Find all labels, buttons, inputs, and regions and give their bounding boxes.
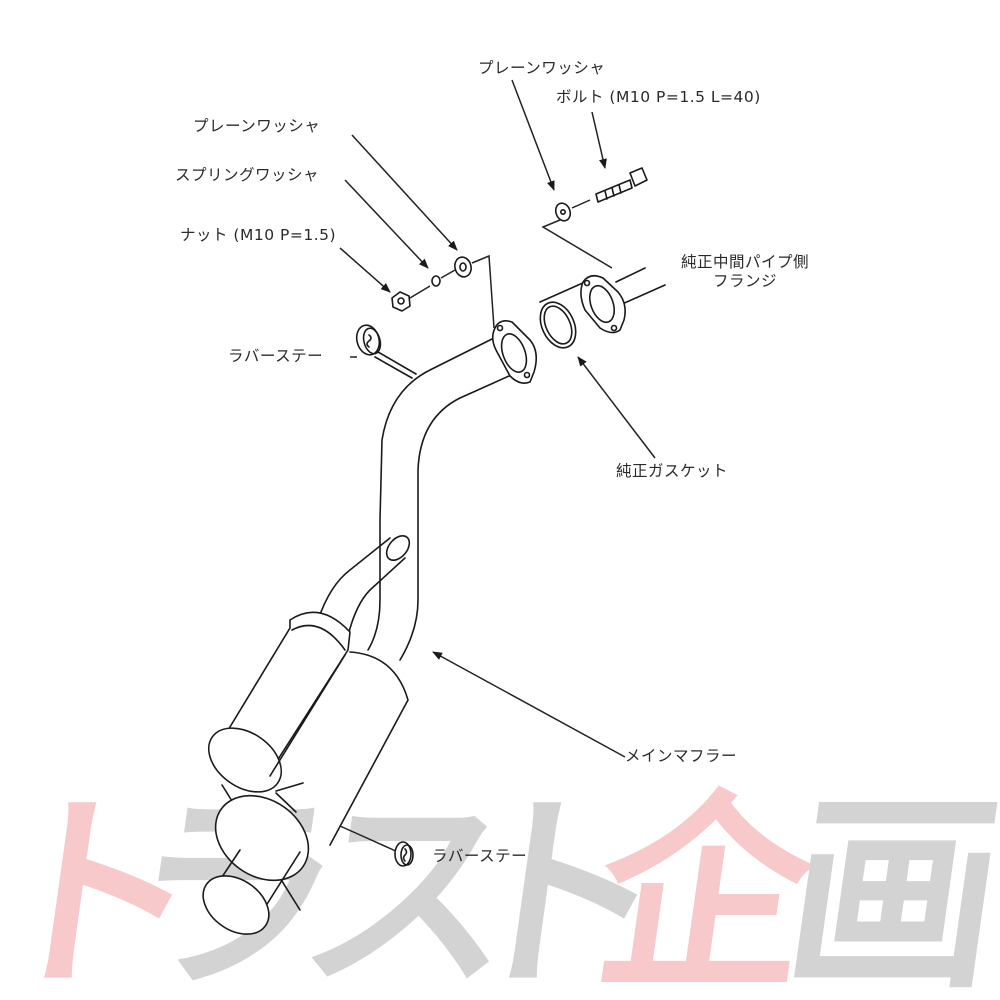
upper-muffler bbox=[207, 611, 351, 793]
gasket bbox=[539, 301, 577, 349]
label-mid-pipe-flange: 純正中間パイプ側 フランジ bbox=[660, 253, 830, 290]
label-main-muffler: メインマフラー bbox=[625, 747, 738, 765]
nut-assembly bbox=[391, 254, 495, 329]
label-upper-rubber-stay: ラバーステー bbox=[228, 347, 324, 365]
label-spring-washer: スプリングワッシャ bbox=[175, 166, 320, 184]
inlet-flange bbox=[491, 320, 538, 384]
lower-rubber-stay bbox=[339, 825, 414, 867]
leader-lines bbox=[339, 79, 656, 758]
label-nut: ナット (M10 P=1.5) bbox=[180, 226, 337, 244]
bolt bbox=[541, 167, 648, 269]
label-mid-pipe-flange-line2: フランジ bbox=[712, 271, 777, 290]
inlet-pipe bbox=[367, 267, 666, 661]
label-nut-plain-washer: プレーンワッシャ bbox=[193, 117, 321, 135]
label-lower-rubber-stay: ラバーステー bbox=[432, 847, 528, 865]
label-bolt-plain-washer: プレーンワッシャ bbox=[478, 59, 606, 77]
mid-pipe-flange bbox=[580, 274, 626, 334]
upper-rubber-stay bbox=[355, 324, 417, 379]
label-gasket: 純正ガスケット bbox=[616, 462, 729, 480]
label-bolt: ボルト (M10 P=1.5 L=40) bbox=[556, 88, 761, 106]
main-muffler bbox=[202, 651, 409, 935]
label-mid-pipe-flange-line1: 純正中間パイプ側 bbox=[680, 253, 809, 271]
